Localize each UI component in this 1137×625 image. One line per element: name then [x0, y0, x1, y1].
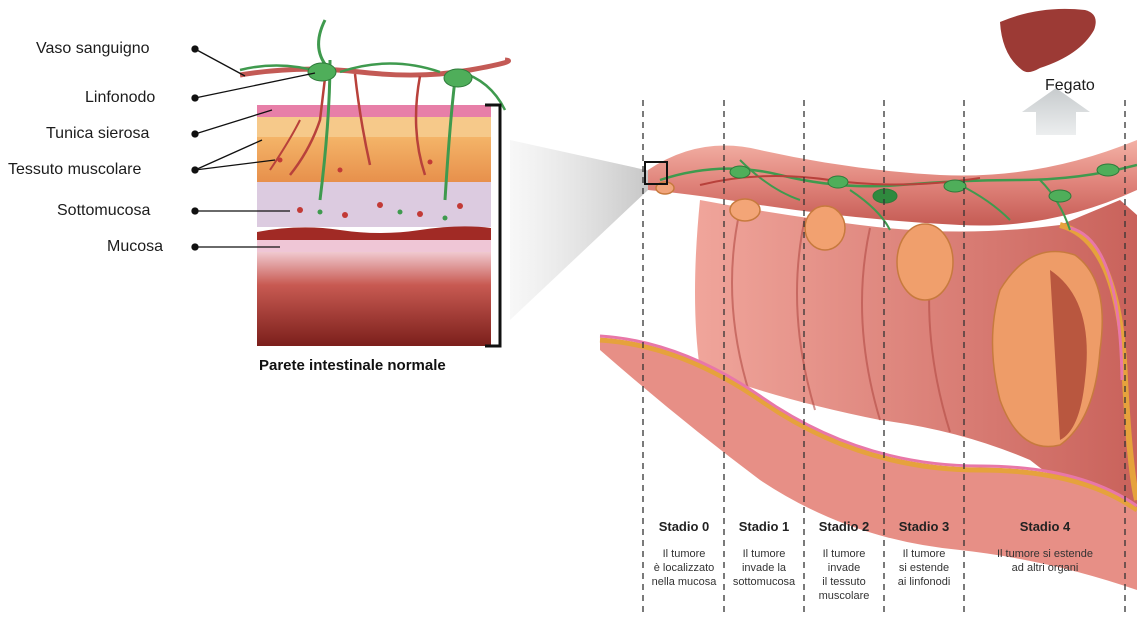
stage-1-title: Stadio 1	[725, 519, 803, 534]
stage-4-title: Stadio 4	[966, 519, 1124, 534]
wall-caption: Parete intestinale normale	[259, 357, 446, 374]
liver-icon	[1000, 9, 1096, 72]
tumor-stage-1	[730, 199, 760, 221]
stage-0-title: Stadio 0	[645, 519, 723, 534]
liver-label: Fegato	[1045, 77, 1095, 95]
metastasis-arrow	[1022, 88, 1090, 135]
stage-3-title: Stadio 3	[885, 519, 963, 534]
wall-cross-section	[257, 105, 491, 346]
lymph-node-2	[444, 69, 472, 87]
lymph-node-1	[308, 63, 336, 81]
label-submucosa: Sottomucosa	[57, 202, 150, 220]
label-serosa: Tunica sierosa	[46, 125, 149, 143]
label-muscle: Tessuto muscolare	[8, 161, 141, 179]
stage-2-title: Stadio 2	[805, 519, 883, 534]
tumor-stage-3	[897, 224, 953, 300]
tumor-stage-2	[805, 206, 845, 250]
label-lymph-node: Linfonodo	[85, 89, 155, 107]
label-blood-vessel: Vaso sanguigno	[36, 40, 150, 58]
magnification-beam	[510, 140, 655, 320]
label-mucosa: Mucosa	[107, 238, 163, 256]
